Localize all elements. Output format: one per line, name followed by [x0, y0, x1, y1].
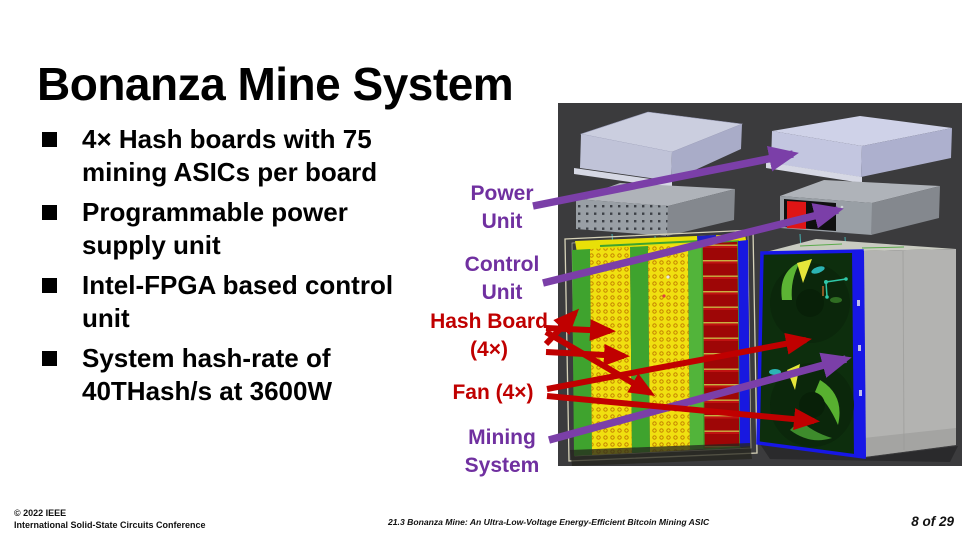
bullet-square-icon [42, 205, 57, 220]
mining-system-assembled [756, 239, 958, 462]
callout-arrows [532, 145, 852, 444]
mining-system-arrow [548, 352, 852, 444]
bullet-item: Intel-FPGA based control unit [38, 269, 468, 335]
callout-fan: Fan (4×) [452, 381, 534, 404]
switch-recess [784, 199, 836, 231]
axis-marker [822, 277, 848, 299]
bullet-item: 4× Hash boards with 75 mining ASICs per … [38, 123, 468, 189]
screw-holes [857, 300, 862, 396]
connector-wires-left [611, 233, 702, 251]
render-background [558, 103, 962, 466]
callout-control-unit: Control Unit [464, 253, 540, 304]
bullet-square-icon [42, 351, 57, 366]
connector-wires-right [799, 233, 847, 254]
power-unit-arrow [532, 145, 799, 210]
fan-arrow-1 [546, 332, 812, 392]
hash-board-arrow-4 [544, 329, 656, 397]
power-unit-left [574, 111, 744, 188]
power-unit-right [766, 116, 952, 183]
control-unit-left [576, 183, 735, 236]
bullet-square-icon [42, 278, 57, 293]
callout-mining-system: Mining System [464, 426, 540, 477]
bullet-text: Intel-FPGA based control unit [82, 270, 394, 333]
bullet-text: 4× Hash boards with 75 mining ASICs per … [82, 124, 378, 187]
fan-bottom [769, 363, 854, 447]
control-unit-arrow [542, 203, 844, 287]
bullet-text: Programmable power supply unit [82, 197, 348, 260]
bullet-text: System hash-rate of 40THash/s at 3600W [82, 343, 333, 406]
page-number: 8 of 29 [911, 514, 954, 529]
slide-title: Bonanza Mine System [37, 57, 514, 110]
bullet-item: Programmable power supply unit [38, 196, 468, 262]
bullet-list: 4× Hash boards with 75 mining ASICs per … [38, 123, 468, 415]
callout-hash-board: Hash Board (4×) [430, 310, 548, 361]
fan-arrow-2 [546, 393, 820, 431]
footer-session-title: 21.3 Bonanza Mine: An Ultra-Low-Voltage … [388, 517, 710, 527]
footer-copyright: © 2022 IEEE International Solid-State Ci… [14, 508, 206, 530]
fan-bezel [756, 249, 866, 459]
callout-power-unit: Power Unit [470, 182, 534, 233]
bullet-square-icon [42, 132, 57, 147]
bullet-item: System hash-rate of 40THash/s at 3600W [38, 342, 468, 408]
fan-top [770, 259, 850, 343]
control-unit-right [780, 180, 940, 235]
power-switch [787, 201, 806, 229]
hash-board-stack [564, 229, 758, 466]
